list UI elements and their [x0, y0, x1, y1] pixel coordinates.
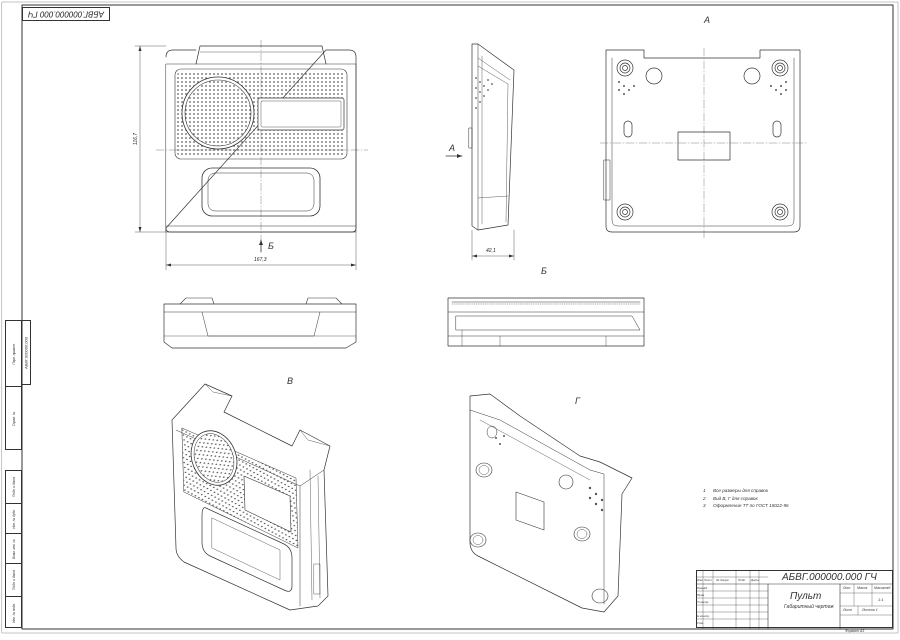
sheet-label: Лист	[843, 608, 853, 612]
row-label: Н.контр.	[697, 614, 710, 618]
row-label: Т.контр.	[697, 600, 710, 604]
view-v-isometric	[171, 383, 331, 611]
col-header: Лист	[704, 578, 712, 582]
view-label-g: Г	[575, 396, 580, 406]
side-view	[445, 43, 515, 261]
side-strip-code-cell: АБВГ.000000.000	[22, 320, 31, 385]
row-label: Пров.	[697, 593, 705, 597]
side-cell: Перв. примен.	[11, 342, 16, 365]
side-cell: Инв. № подл.	[6, 596, 21, 629]
dimension-height: 116,7	[133, 132, 140, 146]
format-label: Формат А3	[845, 629, 865, 633]
lit-label: Лит.	[843, 586, 852, 590]
rotated-designation-box: АБВГ.000000.000 ГЧ	[22, 7, 110, 21]
view-b-top	[447, 297, 645, 347]
title-block-lines	[695, 569, 894, 630]
side-cell: Подп. и дата	[6, 563, 21, 596]
side-cell: Справ. №	[6, 386, 21, 451]
title-name: Пульт	[790, 591, 822, 602]
view-g-isometric	[469, 393, 633, 613]
row-label: Разраб.	[697, 586, 708, 590]
front-view	[134, 39, 369, 271]
view-label-a: А	[704, 15, 711, 25]
side-strip-upper: Перв. примен. Справ. №	[5, 320, 22, 450]
arrow-label-b: Б	[268, 241, 274, 251]
side-strip-lower: Подп. и дата Инв. № дубл. Взам. инв. № П…	[5, 470, 22, 628]
view-label-b: Б	[541, 266, 547, 276]
col-header: Дата	[751, 578, 759, 582]
arrow-label-a: А	[449, 143, 456, 153]
title-subtitle: Габаритный чертеж	[784, 604, 834, 610]
scale-value: 1:1	[878, 597, 884, 602]
col-header: Изм	[697, 578, 703, 582]
sheets-label: Листов 1	[862, 608, 878, 612]
side-cell: Подп. и дата	[11, 477, 16, 497]
edge-view	[163, 297, 357, 349]
scale-label: Масштаб	[874, 586, 891, 590]
col-header: № докум.	[716, 578, 730, 582]
side-cell: Инв. № дубл.	[6, 503, 21, 533]
row-label: Утв.	[697, 621, 704, 625]
rotated-designation: АБВГ.000000.000 ГЧ	[28, 9, 104, 19]
col-header: Подп.	[738, 578, 746, 582]
view-label-v: В	[287, 376, 294, 386]
dimension-width: 167,3	[254, 257, 267, 263]
title-block	[696, 570, 893, 628]
dimension-depth: 42,1	[486, 248, 496, 254]
side-cell: Взам. инв. №	[6, 533, 21, 563]
view-a-bottom	[599, 47, 809, 241]
mass-label: Масса	[857, 586, 868, 590]
title-designation: АБВГ.000000.000 ГЧ	[782, 572, 877, 583]
drawing-frame	[21, 4, 894, 630]
